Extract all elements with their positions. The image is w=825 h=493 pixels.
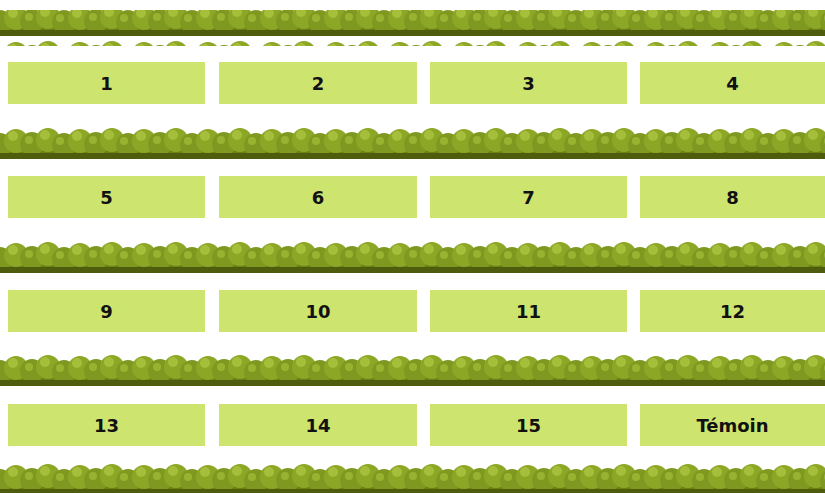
hedge xyxy=(0,123,825,159)
plot-number: 3 xyxy=(522,73,535,94)
plot-box: 10 xyxy=(219,290,417,332)
plot-box: 6 xyxy=(219,176,417,218)
plot-number: 6 xyxy=(312,187,325,208)
plot-box: 14 xyxy=(219,404,417,446)
plot-box: 4 xyxy=(640,62,825,104)
plot-box: 2 xyxy=(219,62,417,104)
plot-number: 7 xyxy=(522,187,535,208)
plot-number: 1 xyxy=(100,73,113,94)
plot-number: 5 xyxy=(100,187,113,208)
plot-box: 7 xyxy=(430,176,627,218)
plot-number: 13 xyxy=(94,415,119,436)
plot-number: 11 xyxy=(516,301,541,322)
plot-box: Témoin xyxy=(640,404,825,446)
plot-number: 8 xyxy=(726,187,739,208)
hedge xyxy=(0,459,825,493)
hedge xyxy=(0,350,825,386)
plot-number: 12 xyxy=(720,301,745,322)
plot-box: 12 xyxy=(640,290,825,332)
hedge xyxy=(0,10,825,46)
plot-number: 15 xyxy=(516,415,541,436)
plot-number: 2 xyxy=(312,73,325,94)
plot-box: 5 xyxy=(8,176,205,218)
plot-box: 3 xyxy=(430,62,627,104)
plot-box: 9 xyxy=(8,290,205,332)
plot-box: 15 xyxy=(430,404,627,446)
plot-number: 14 xyxy=(305,415,330,436)
plot-box: 1 xyxy=(8,62,205,104)
hedge xyxy=(0,237,825,273)
plot-number: 4 xyxy=(726,73,739,94)
plot-number: 9 xyxy=(100,301,113,322)
plot-box: 11 xyxy=(430,290,627,332)
plot-number: 10 xyxy=(305,301,330,322)
plot-number: Témoin xyxy=(696,415,768,436)
plot-box: 8 xyxy=(640,176,825,218)
plot-box: 13 xyxy=(8,404,205,446)
